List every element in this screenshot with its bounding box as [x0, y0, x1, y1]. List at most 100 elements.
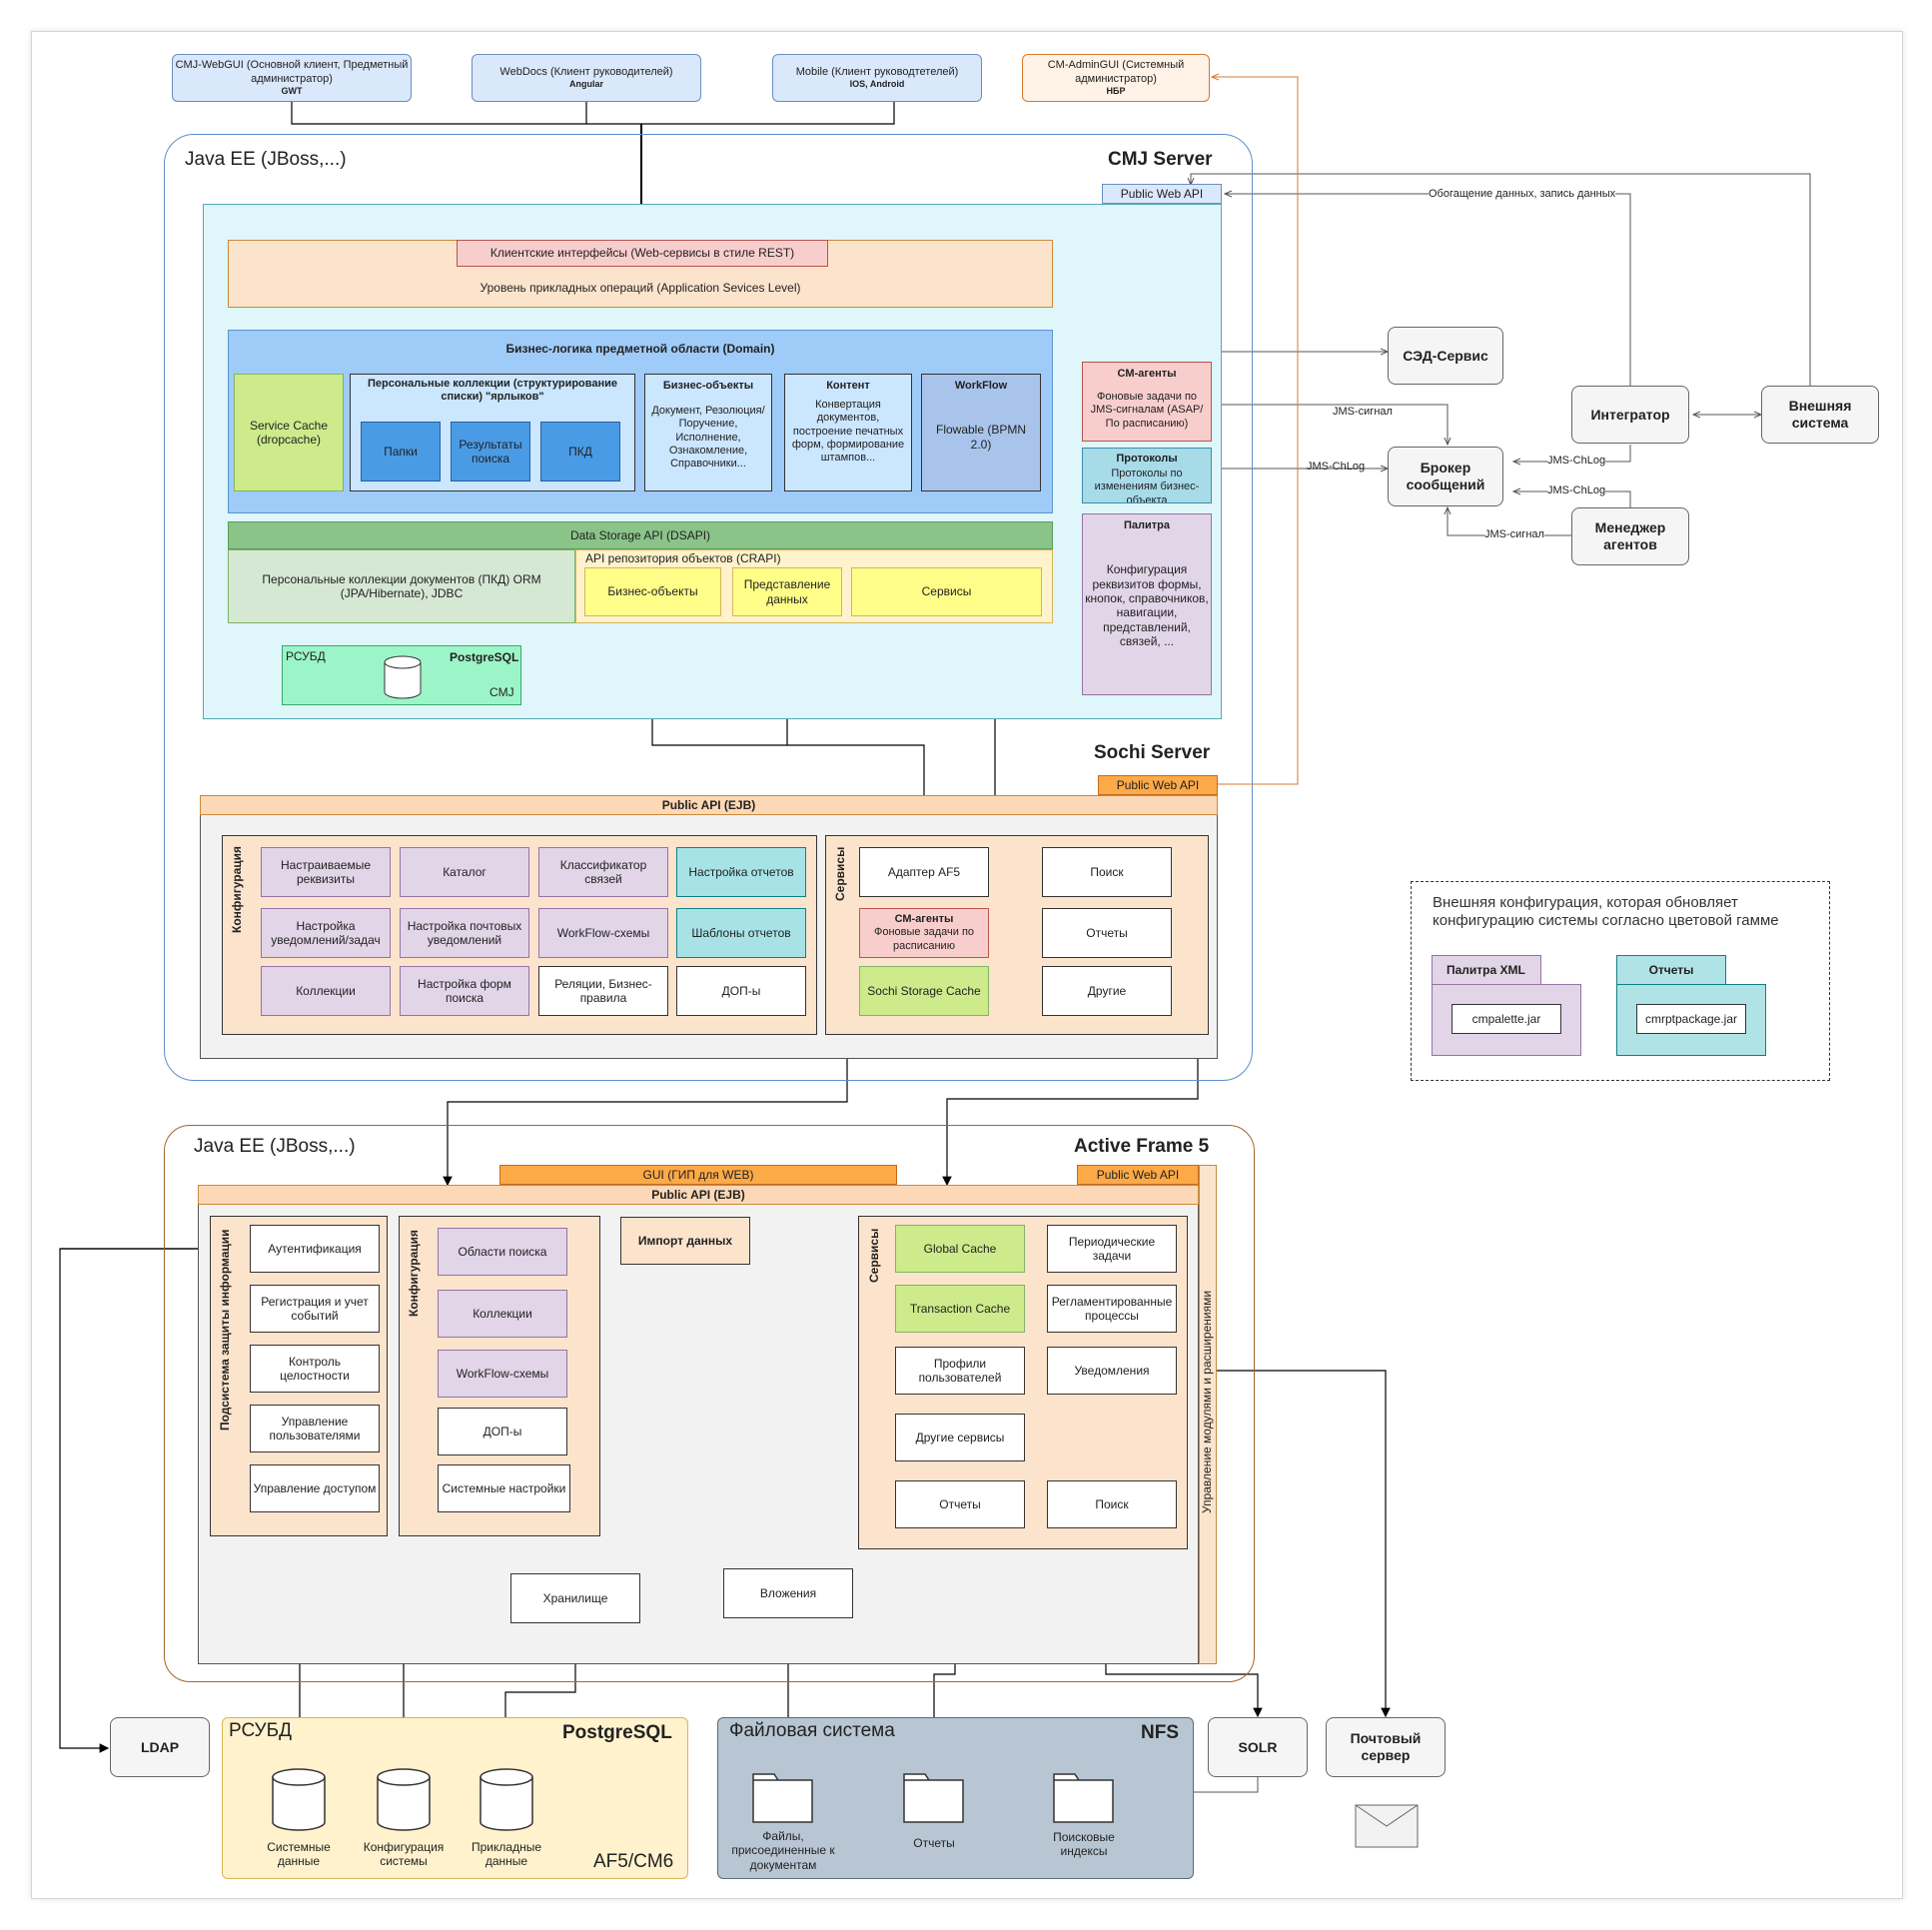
- protocols-text: Протоколы по изменениям бизнес-объекта: [1094, 468, 1200, 503]
- af5-services-label: Сервисы: [867, 1228, 881, 1283]
- client-mobile: Mobile (Клиент руководтетелей) IOS, Andr…: [772, 54, 982, 102]
- af5-security-item: Управление доступом: [250, 1464, 380, 1512]
- crapi-data-view: Представление данных: [732, 567, 842, 616]
- sochi-public-web-api: Public Web API: [1098, 775, 1218, 795]
- cm-agents-text: Фоновые задачи по JMS-сигналам (ASAP/По …: [1090, 391, 1204, 430]
- af5-notifications: Уведомления: [1047, 1347, 1177, 1395]
- sochi-reports: Отчеты: [1042, 908, 1172, 958]
- af5-regl: Регламентированные процессы: [1047, 1285, 1177, 1333]
- index-folder-icon: [1053, 1773, 1114, 1823]
- cmj-db-label: CMJ: [489, 685, 514, 699]
- rest-interfaces: Клиентские интерфейсы (Web-сервисы в сти…: [457, 240, 828, 267]
- sochi-cm-agents-text: Фоновые задачи по расписанию: [873, 926, 975, 952]
- sed-service: СЭД-Сервис: [1388, 327, 1503, 385]
- sochi-search: Поиск: [1042, 847, 1172, 897]
- client-webgui: CMJ-WebGUI (Основной клиент, Предметный …: [172, 54, 412, 102]
- fs-files-label: Файлы, присоединенные к документам: [731, 1829, 835, 1872]
- jms-chlog-label: JMS-ChLog: [1307, 461, 1366, 473]
- af5-security-item: Аутентификация: [250, 1225, 380, 1273]
- af5-modules-label: Управление модулями и расширениями: [1200, 1290, 1214, 1513]
- sochi-config-item: Настройка почтовых уведомлений: [400, 908, 529, 958]
- sochi-config-item: Настройка отчетов: [676, 847, 806, 897]
- sochi-config-label: Конфигурация: [230, 845, 244, 933]
- af5-config-item: ДОП-ы: [438, 1408, 567, 1455]
- pkd-box: ПКД: [540, 422, 620, 482]
- af5-public-api: Public API (EJB): [198, 1185, 1199, 1205]
- af5-security-item: Управление пользователями: [250, 1405, 380, 1452]
- af5-transaction-cache: Transaction Cache: [895, 1285, 1025, 1333]
- af5-config-item: WorkFlow-схемы: [438, 1350, 567, 1398]
- sochi-config-item: Коллекции: [261, 966, 391, 1016]
- mail-server: Почтовый сервер: [1326, 1717, 1446, 1777]
- legend-reports-jar: cmrptpackage.jar: [1636, 1004, 1746, 1034]
- sochi-config-item: WorkFlow-схемы: [538, 908, 668, 958]
- palette-box: Палитра Конфигурация реквизитов формы, к…: [1082, 513, 1212, 695]
- db-config-label: Конфигурация системы: [363, 1840, 445, 1869]
- agent-manager: Менеджер агентов: [1571, 507, 1689, 565]
- javaee-cmj-label: Java EE (JBoss,...): [185, 149, 347, 170]
- ldap: LDAP: [110, 1717, 210, 1777]
- external-system: Внешняя система: [1761, 386, 1879, 444]
- workflow-title: WorkFlow: [954, 380, 1008, 392]
- af5-security-item: Регистрация и учет событий: [250, 1285, 380, 1333]
- fs-reports-label: Отчеты: [913, 1836, 955, 1850]
- client-webgui-title: CMJ-WebGUI (Основной клиент, Предметный …: [175, 59, 409, 85]
- af5-storage: Хранилище: [510, 1573, 640, 1623]
- papki-box: Папки: [361, 422, 441, 482]
- cmj-public-web-api: Public Web API: [1102, 184, 1222, 204]
- af5-config-item: Коллекции: [438, 1290, 567, 1338]
- af5-container: [164, 1125, 1255, 1682]
- af5-config-item: Области поиска: [438, 1228, 567, 1276]
- content-title: Контент: [826, 380, 870, 392]
- jms-chlog-label: JMS-ChLog: [1547, 484, 1606, 498]
- client-mobile-title: Mobile (Клиент руководтетелей): [795, 66, 959, 78]
- client-webgui-tech: GWT: [281, 85, 303, 96]
- crapi-title: API репозитория объектов (CRAPI): [585, 551, 781, 565]
- envelope-icon: [1355, 1804, 1419, 1848]
- domain-title: Бизнес-логика предметной области (Domain…: [505, 342, 775, 356]
- files-folder-icon: [752, 1773, 813, 1823]
- crapi-services: Сервисы: [851, 567, 1042, 616]
- af5-config-item: Системные настройки: [438, 1464, 570, 1512]
- af5-global-cache: Global Cache: [895, 1225, 1025, 1273]
- content-box: Контент Конвертация документов, построен…: [784, 374, 912, 491]
- af5-gui: GUI (ГИП для WEB): [499, 1165, 897, 1185]
- af5-rdbms-label: РСУБД: [229, 1720, 292, 1741]
- sochi-config-item: Шаблоны отчетов: [676, 908, 806, 958]
- workflow-box: WorkFlow Flowable (BPMN 2.0): [921, 374, 1041, 491]
- integrator: Интегратор: [1571, 386, 1689, 444]
- javaee-cmj-container: [164, 134, 1253, 1081]
- solr: SOLR: [1208, 1717, 1308, 1777]
- sochi-config-item: Каталог: [400, 847, 529, 897]
- cmj-database-icon: [384, 655, 422, 699]
- af5-config-label: Конфигурация: [407, 1229, 421, 1317]
- db-system-label: Системные данные: [267, 1840, 331, 1869]
- legend-text: Внешняя конфигурация, которая обновляет …: [1433, 894, 1779, 929]
- sochi-services-label: Сервисы: [833, 846, 847, 901]
- adapter-af5: Адаптер AF5: [859, 847, 989, 897]
- service-cache: Service Cache (dropcache): [234, 374, 344, 491]
- af5-other-services: Другие сервисы: [895, 1414, 1025, 1461]
- fs-index-label: Поисковые индексы: [1053, 1830, 1115, 1859]
- sochi-config-item: ДОП-ы: [676, 966, 806, 1016]
- sochi-config-item: Настройка форм поиска: [400, 966, 529, 1016]
- sochi-config-item: Классификатор связей: [538, 847, 668, 897]
- workflow-text: Flowable (BPMN 2.0): [935, 423, 1027, 452]
- pkd-orm-box: Персональные коллекции документов (ПКД) …: [228, 549, 575, 623]
- cmj-postgres-label: PostgreSQL: [450, 650, 519, 664]
- db-applied-label: Прикладные данные: [472, 1840, 541, 1869]
- jms-chlog-label: JMS-ChLog: [1547, 455, 1606, 469]
- sochi-server-title: Sochi Server: [1094, 742, 1211, 763]
- client-admingui: CM-AdminGUI (Системный администратор) НБ…: [1022, 54, 1210, 102]
- reports-folder-icon: [903, 1773, 964, 1823]
- sochi-other: Другие: [1042, 966, 1172, 1016]
- palette-text: Конфигурация реквизитов формы, кнопок, с…: [1085, 562, 1209, 649]
- legend-palette-xml-tab: Палитра XML: [1432, 955, 1541, 985]
- jms-signal-label: JMS-сигнал: [1484, 528, 1544, 542]
- business-objects-title: Бизнес-объекты: [662, 380, 754, 392]
- af5-javaee-label: Java EE (JBoss,...): [194, 1136, 356, 1157]
- client-mobile-tech: IOS, Android: [849, 79, 905, 90]
- af5-modules-bar: [1199, 1165, 1217, 1664]
- config-db-icon: [377, 1768, 431, 1831]
